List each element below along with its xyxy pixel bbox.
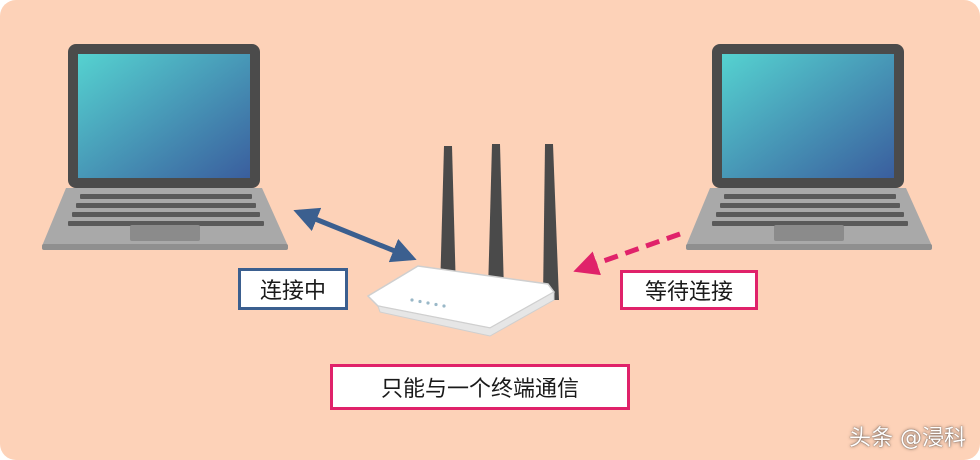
waiting-label: 等待连接 (620, 270, 758, 310)
single-terminal-note-text: 只能与一个终端通信 (380, 377, 579, 402)
waiting-arrow (573, 231, 681, 276)
single-terminal-note: 只能与一个终端通信 (330, 364, 630, 410)
connecting-label-text: 连接中 (259, 279, 326, 304)
left-laptop-icon (42, 44, 288, 250)
connecting-label: 连接中 (238, 268, 348, 310)
right-laptop-icon (686, 44, 932, 250)
wifi-router-icon (366, 144, 559, 337)
connection-arrow (293, 207, 417, 263)
waiting-label-text: 等待连接 (644, 280, 733, 305)
watermark: 头条 @浸科 (849, 426, 966, 451)
